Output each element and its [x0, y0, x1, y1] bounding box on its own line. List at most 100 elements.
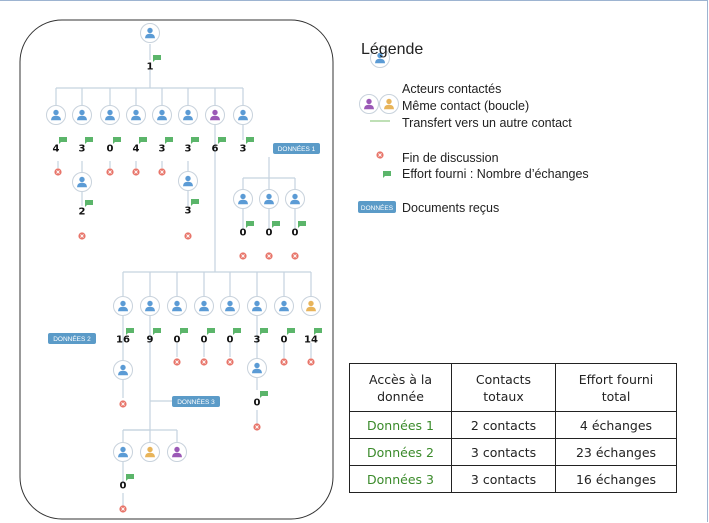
end-icon [306, 357, 316, 367]
data-tag-1: DONNÉES 1 [273, 143, 320, 154]
effort-count: 0 [201, 335, 208, 346]
effort-flag-icon: 1 [147, 55, 161, 73]
legend-end-label: Fin de discussion [402, 151, 499, 165]
effort-flag-icon: 0 [254, 391, 268, 409]
effort-count: 6 [212, 144, 219, 155]
legend-docs-badge: DONNÉES [358, 201, 396, 213]
actor-icon [46, 105, 66, 125]
summary-table: Accès à la donnée Contacts totaux Effort… [349, 363, 677, 493]
actor-icon [140, 296, 160, 316]
table-cell-contacts: 3 contacts [451, 465, 556, 493]
effort-count: 3 [185, 206, 192, 217]
actor-icon [259, 189, 279, 209]
effort-count: 1 [147, 62, 154, 73]
effort-count: 14 [304, 335, 318, 346]
effort-flag-icon: 3 [79, 137, 93, 155]
actor-icon [152, 105, 172, 125]
actor-icon [274, 296, 294, 316]
tree-connectors [55, 44, 312, 508]
effort-count: 4 [133, 144, 140, 155]
effort-count: 0 [281, 335, 288, 346]
table-row: Données 1 2 contacts 4 échanges [349, 411, 677, 439]
effort-flag-icon: 0 [120, 474, 134, 492]
effort-count: 3 [240, 144, 247, 155]
effort-flag-icon: 3 [185, 199, 199, 217]
end-icon [264, 251, 274, 261]
effort-count: 4 [53, 144, 60, 155]
end-icon [252, 422, 262, 432]
actor-icon [113, 360, 133, 380]
data-tag-2: DONNÉES 2 [48, 333, 96, 344]
legend-docs-label: Documents reçus [402, 201, 500, 215]
legend-transfer-label: Transfert vers un autre contact [402, 116, 572, 130]
effort-flag-icon: 4 [53, 137, 67, 155]
effort-flag-icon: 3 [254, 328, 268, 346]
actor-icon [113, 442, 133, 462]
effort-flag-icon: 0 [292, 221, 306, 239]
table-header-effort: Effort fourni total [555, 363, 677, 412]
data-tags: DONNÉES 1 DONNÉES 2 DONNÉES 3 [48, 143, 320, 407]
table-row: Données 3 3 contacts 16 échanges [349, 465, 677, 493]
effort-flag-icon: 0 [201, 328, 215, 346]
legend-loop-purple-icon [359, 94, 379, 114]
table-cell-effort: 16 échanges [555, 465, 677, 493]
table-cell-effort: 4 échanges [555, 411, 677, 439]
end-icon [199, 357, 209, 367]
effort-flag-icon: 3 [185, 137, 199, 155]
legend-actors-label: Acteurs contactés [402, 82, 502, 96]
actor-icon [167, 296, 187, 316]
effort-count: 0 [292, 228, 299, 239]
actor-icon [178, 171, 198, 191]
effort-count: 2 [79, 207, 86, 218]
effort-flag-icon: 0 [174, 328, 188, 346]
actor-icon [247, 358, 267, 378]
effort-flag-icon: 0 [266, 221, 280, 239]
table-header-contacts: Contacts totaux [451, 363, 556, 412]
svg-text:DONNÉES 1: DONNÉES 1 [278, 144, 316, 153]
effort-flag-icon: 0 [107, 137, 121, 155]
end-icon [183, 231, 193, 241]
end-icon [225, 357, 235, 367]
table-cell-contacts: 3 contacts [451, 438, 556, 466]
svg-text:DONNÉES 3: DONNÉES 3 [177, 397, 215, 406]
effort-flag-icon: 16 [116, 328, 134, 346]
end-icon [118, 504, 128, 514]
end-icon [131, 167, 141, 177]
actor-icon [72, 172, 92, 192]
end-icon [157, 167, 167, 177]
actor-icon [285, 189, 305, 209]
end-icon [238, 251, 248, 261]
effort-flag-icon: 3 [159, 137, 173, 155]
actor-icon [220, 296, 240, 316]
effort-flag-icon: 4 [133, 137, 147, 155]
effort-count: 0 [174, 335, 181, 346]
effort-flag-icon: 2 [79, 200, 93, 218]
svg-text:DONNÉES: DONNÉES [361, 203, 394, 212]
effort-count: 9 [147, 335, 154, 346]
end-icon [105, 167, 115, 177]
actor-icon [194, 296, 214, 316]
effort-count: 3 [159, 144, 166, 155]
end-icon [53, 167, 63, 177]
effort-flag-icon: 0 [240, 221, 254, 239]
table-cell-contacts: 2 contacts [451, 411, 556, 439]
actor-icon [167, 442, 187, 462]
actor-icon [140, 442, 160, 462]
actor-icon [113, 296, 133, 316]
legend-icons: DONNÉES [358, 48, 399, 213]
data-tag-3: DONNÉES 3 [172, 396, 220, 407]
root-actor-icon [140, 23, 160, 43]
legend-effort-icon [383, 171, 391, 178]
end-icon [172, 357, 182, 367]
svg-text:DONNÉES 2: DONNÉES 2 [53, 334, 91, 343]
legend-end-icon [375, 150, 385, 160]
actor-icon [301, 296, 321, 316]
end-icon [118, 399, 128, 409]
actor-icon [233, 189, 253, 209]
effort-flag-icon: 9 [147, 328, 161, 346]
table-header-row: Accès à la donnée Contacts totaux Effort… [349, 363, 677, 412]
actor-icon [178, 105, 198, 125]
